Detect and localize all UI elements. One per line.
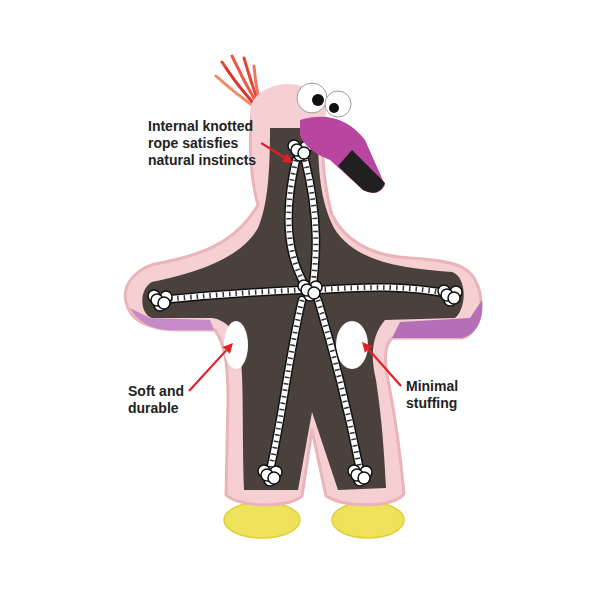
pupil — [329, 103, 339, 113]
rope-outline — [318, 287, 450, 294]
rope-twist — [270, 300, 302, 470]
leader-arrowhead — [282, 153, 293, 163]
callout-label: Internal knotted rope satisfies natural … — [148, 118, 276, 169]
rope-knot — [298, 147, 310, 159]
rope-twist — [160, 290, 302, 300]
leader-arrowhead — [362, 342, 372, 353]
rope-outline — [289, 160, 305, 285]
right-foot — [332, 502, 404, 538]
rope-knot — [308, 287, 320, 299]
callout-label: Minimal stuffing — [406, 378, 478, 412]
rope — [270, 300, 302, 470]
leader-line — [369, 349, 401, 386]
plush-body — [125, 112, 481, 505]
rope-knot — [358, 472, 370, 484]
eye — [297, 83, 327, 113]
rope — [318, 287, 450, 294]
stuffing — [224, 321, 248, 369]
left-foot — [224, 502, 300, 538]
rope-twist — [305, 160, 316, 285]
beak-tip — [338, 150, 385, 193]
leader-line — [189, 350, 226, 391]
feet — [224, 502, 404, 538]
callout-label: Soft and durable — [128, 383, 200, 417]
rope-outline — [160, 290, 302, 300]
rope — [305, 160, 316, 285]
internal-rope — [148, 140, 462, 486]
rope-knot — [448, 292, 460, 304]
rope — [289, 160, 305, 285]
leader-arrowhead — [223, 343, 233, 354]
rope-knot — [268, 472, 280, 484]
rope-twist — [318, 300, 360, 470]
cutaway-interior — [142, 128, 463, 490]
rope-twist — [318, 287, 450, 294]
rope — [160, 290, 302, 300]
eye — [325, 91, 351, 117]
beak — [300, 117, 385, 193]
rope-knot — [158, 297, 170, 309]
rope-outline — [270, 300, 302, 470]
rope-outline — [305, 160, 316, 285]
rope — [318, 300, 360, 470]
rope-twist — [289, 160, 305, 285]
pupil — [312, 94, 324, 106]
leader-line — [261, 143, 284, 158]
rope-outline — [318, 300, 360, 470]
